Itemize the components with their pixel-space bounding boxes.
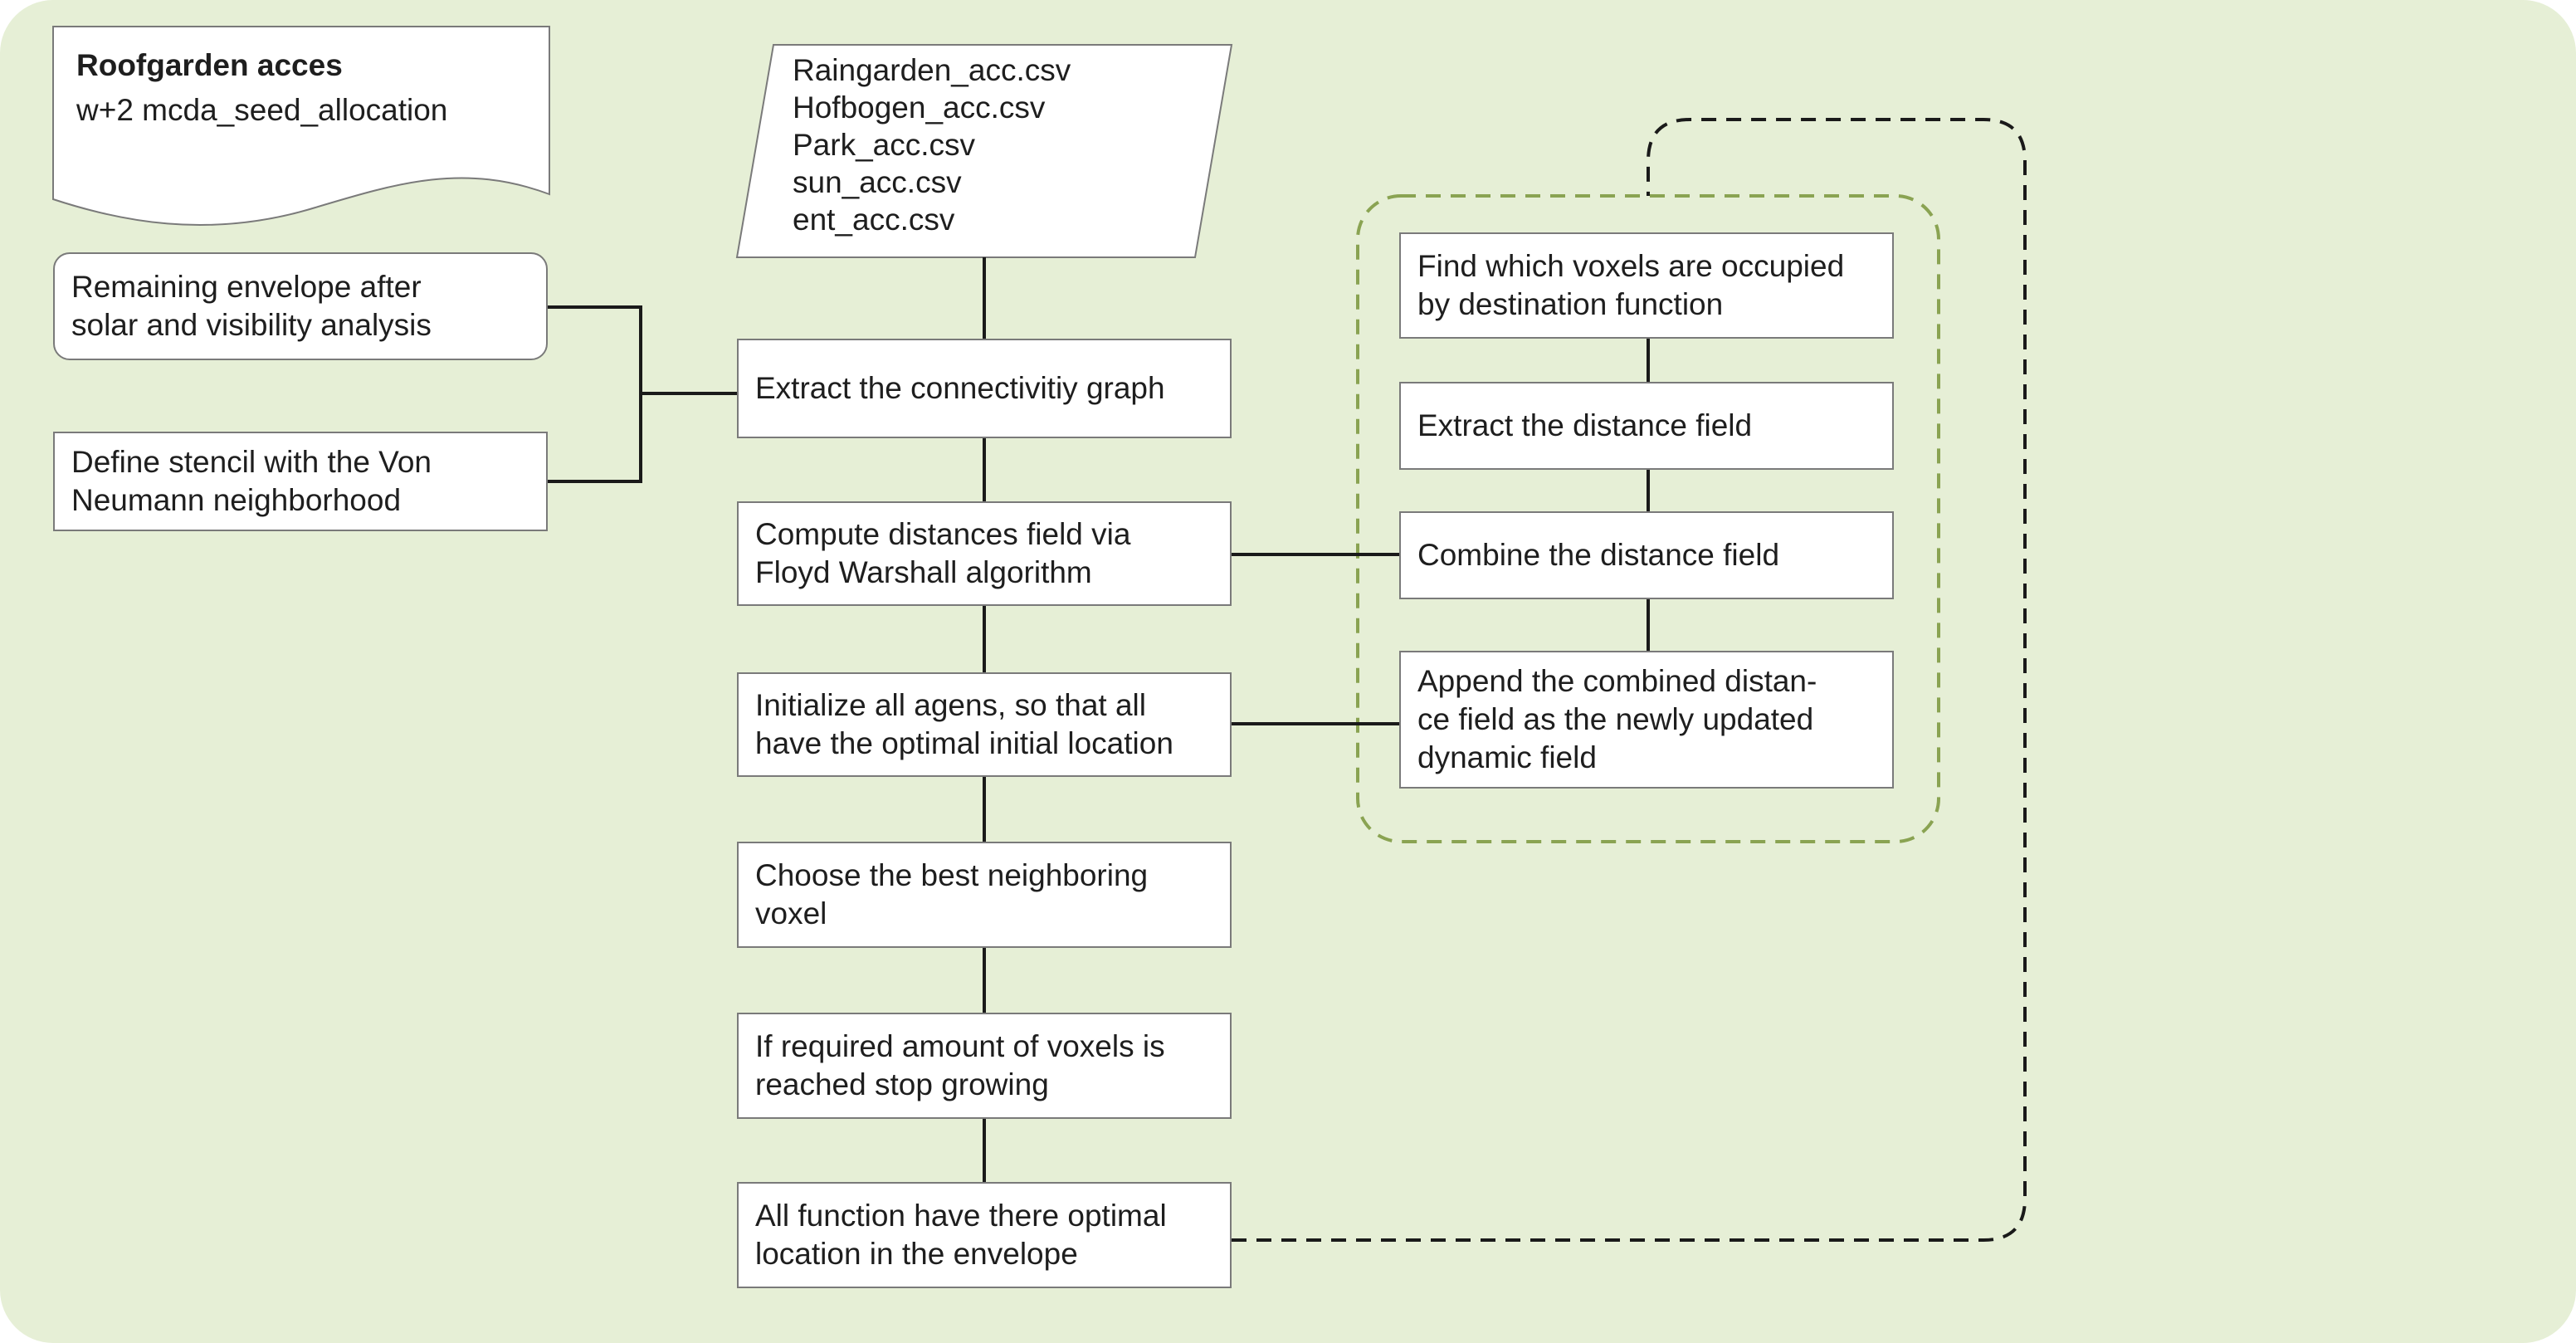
data-input: Raingarden_acc.csv Hofbogen_acc.csv Park… xyxy=(793,51,1071,238)
loop-step-label: Append the combined distan- xyxy=(1417,664,1817,698)
loop-step-label: by destination function xyxy=(1417,287,1724,321)
step-final: All function have there optimal location… xyxy=(737,1182,1232,1288)
input-box-stencil: Define stencil with the Von Neumann neig… xyxy=(53,432,548,531)
step-initialize-agents: Initialize all agens, so that all have t… xyxy=(737,672,1232,777)
step-stop-growing: If required amount of voxels is reached … xyxy=(737,1013,1232,1119)
step-compute-distances: Compute distances field via Floyd Warsha… xyxy=(737,501,1232,606)
step-extract-graph: Extract the connectivitiy graph xyxy=(737,339,1232,438)
data-input-file: sun_acc.csv xyxy=(793,165,962,199)
input-stencil-line: Neumann neighborhood xyxy=(71,483,402,517)
input-envelope-line: solar and visibility analysis xyxy=(71,308,432,342)
loop-step-find-voxels: Find which voxels are occupied by destin… xyxy=(1399,232,1894,339)
loop-step-combine-distance: Combine the distance field xyxy=(1399,511,1894,599)
document-annotation: Roofgarden acces w+2 mcda_seed_allocatio… xyxy=(76,43,447,133)
step-label: location in the envelope xyxy=(755,1237,1078,1271)
document-subtitle: w+2 mcda_seed_allocation xyxy=(76,93,448,127)
step-label: reached stop growing xyxy=(755,1067,1049,1101)
data-input-shape xyxy=(735,44,1233,258)
input-stencil-line: Define stencil with the Von xyxy=(71,445,432,479)
step-choose-neighbor: Choose the best neighboring voxel xyxy=(737,842,1232,948)
loop-step-label: Combine the distance field xyxy=(1417,538,1780,572)
loop-step-label: Extract the distance field xyxy=(1417,408,1753,442)
loop-step-label: Find which voxels are occupied xyxy=(1417,249,1845,283)
document-shape xyxy=(52,26,550,226)
step-label: All function have there optimal xyxy=(755,1199,1167,1233)
step-label: If required amount of voxels is xyxy=(755,1029,1165,1063)
input-box-envelope: Remaining envelope after solar and visib… xyxy=(53,252,548,360)
step-label: voxel xyxy=(755,896,827,930)
step-label: Compute distances field via xyxy=(755,517,1131,551)
loop-step-label: ce field as the newly updated xyxy=(1417,702,1814,736)
document-title: Roofgarden acces xyxy=(76,48,343,82)
step-label: Floyd Warshall algorithm xyxy=(755,555,1092,589)
step-label: Choose the best neighboring xyxy=(755,858,1149,892)
data-input-file: Park_acc.csv xyxy=(793,128,976,162)
loop-step-append-field: Append the combined distan- ce field as … xyxy=(1399,651,1894,789)
data-input-file: Raingarden_acc.csv xyxy=(793,53,1071,87)
step-label: have the optimal initial location xyxy=(755,726,1173,760)
step-label: Extract the connectivitiy graph xyxy=(755,371,1165,405)
connector-inputs-bracket xyxy=(548,305,642,483)
loop-step-label: dynamic field xyxy=(1417,740,1597,774)
loop-step-extract-distance: Extract the distance field xyxy=(1399,382,1894,470)
data-input-file: Hofbogen_acc.csv xyxy=(793,90,1046,125)
input-envelope-line: Remaining envelope after xyxy=(71,270,422,304)
feedback-loop-connector xyxy=(1232,118,2027,1242)
data-input-file: ent_acc.csv xyxy=(793,203,955,237)
loop-group-frame xyxy=(1356,194,1940,843)
step-label: Initialize all agens, so that all xyxy=(755,688,1146,722)
